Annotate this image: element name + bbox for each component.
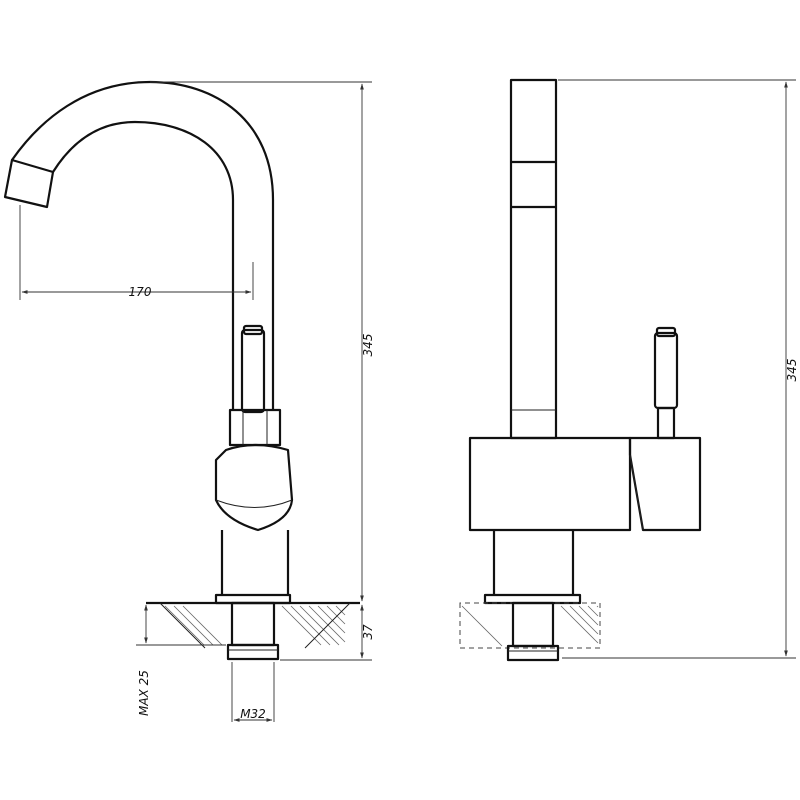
- deck-hatch-side: [461, 605, 599, 647]
- deck-hatch-front: [164, 605, 346, 646]
- base-ring-front: [214, 593, 292, 605]
- lever-block-side: [628, 436, 702, 532]
- cartridge-collar: [228, 408, 282, 447]
- thread-label: M32: [240, 707, 266, 721]
- hatch-line: [578, 605, 599, 626]
- lever-cap: [242, 324, 264, 336]
- lever-handle-side: [653, 331, 679, 410]
- side-view: [459, 78, 702, 662]
- lever-handle: [240, 328, 266, 414]
- threaded-shank-front: [230, 601, 276, 647]
- height-front-label: 345: [361, 334, 375, 357]
- spout-inner: [52, 120, 235, 410]
- threaded-shank-side: [511, 601, 555, 648]
- front-view: [3, 80, 360, 661]
- base-ring-side: [483, 593, 582, 605]
- hatch-line: [173, 605, 214, 646]
- faucet-body-side: [468, 436, 632, 532]
- spout-column-side: [509, 78, 558, 440]
- hatch-line: [461, 605, 503, 647]
- height-side-label: 345: [785, 359, 799, 382]
- deck-thickness-label: 37: [361, 624, 375, 640]
- hatch-line: [317, 605, 346, 634]
- lever-stem-side: [656, 406, 676, 440]
- column-side: [492, 530, 575, 595]
- hatch-line: [587, 605, 599, 617]
- hatch-line: [164, 605, 205, 646]
- lock-nut-front: [226, 643, 280, 661]
- aerator-nozzle: [3, 158, 55, 209]
- lock-nut-side: [506, 644, 560, 662]
- faucet-body-front: [214, 443, 294, 532]
- hatch-line: [290, 605, 331, 646]
- column-front: [220, 530, 290, 595]
- hatch-line: [308, 605, 346, 643]
- reach-dimension-label: 170: [129, 285, 152, 299]
- hatch-line: [569, 605, 599, 635]
- hatch-line: [560, 605, 599, 644]
- hatch-line: [335, 605, 346, 616]
- hatch-line: [596, 605, 599, 608]
- hatch-line: [299, 605, 340, 646]
- front-dimensions: 170 345 37 MAX 25 M32: [19, 81, 375, 722]
- max-counter-label: MAX 25: [137, 670, 151, 716]
- side-dimensions: 345: [558, 79, 799, 659]
- hatch-line: [182, 605, 223, 646]
- hatch-line: [326, 605, 346, 625]
